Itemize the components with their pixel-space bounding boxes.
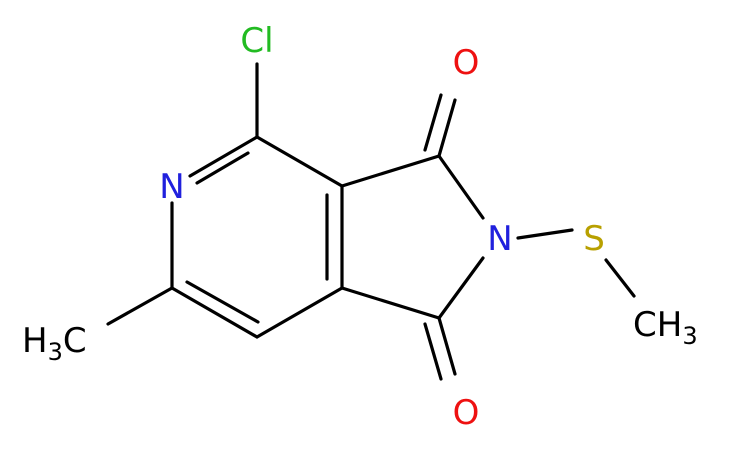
atom-oxygen-top: O [453, 43, 480, 83]
bonds [106, 62, 636, 381]
atom-sulfur: S [583, 219, 605, 259]
bond-c1-o-top [437, 98, 457, 158]
bond-c3-o-bottom [437, 316, 457, 376]
bond-c7a-c1 [340, 154, 441, 188]
atom-chlorine: Cl [240, 21, 273, 61]
bond-cme-ch3 [106, 286, 174, 326]
bond-c1-n-imide [437, 154, 485, 220]
bond-c7a-ccl [255, 135, 344, 188]
bond-s-ch3 [604, 258, 636, 298]
methyl-left-subscript: 3 [48, 338, 63, 366]
methyl-right-label: CH3 [633, 305, 698, 350]
atom-nitrogen-ring: N [159, 167, 184, 207]
bond-ch-c3a [255, 286, 344, 339]
atom-labels: Cl N O N S O H3C CH3 [22, 21, 698, 433]
bond-c-n-ring-double [195, 151, 250, 185]
methyl-left-h: H [22, 321, 48, 361]
bond-n-imide-c3 [437, 256, 485, 320]
bond-c3-c3a [340, 286, 441, 320]
methyl-left-c: C [63, 321, 87, 361]
bond-cme-ch [170, 286, 259, 339]
bond-n-s [516, 228, 574, 240]
bond-c-n-ring [188, 135, 259, 178]
bond-c3-o-bottom-double [423, 322, 443, 381]
methyl-right-ch: CH [633, 305, 682, 345]
methyl-right-subscript: 3 [682, 322, 697, 350]
methyl-left-label: H3C [22, 321, 87, 366]
atom-nitrogen-imide: N [487, 219, 512, 259]
bond-c1-o-top-double [423, 93, 443, 152]
atom-oxygen-bottom: O [453, 393, 480, 433]
bond-cme-ch-double [185, 280, 260, 324]
